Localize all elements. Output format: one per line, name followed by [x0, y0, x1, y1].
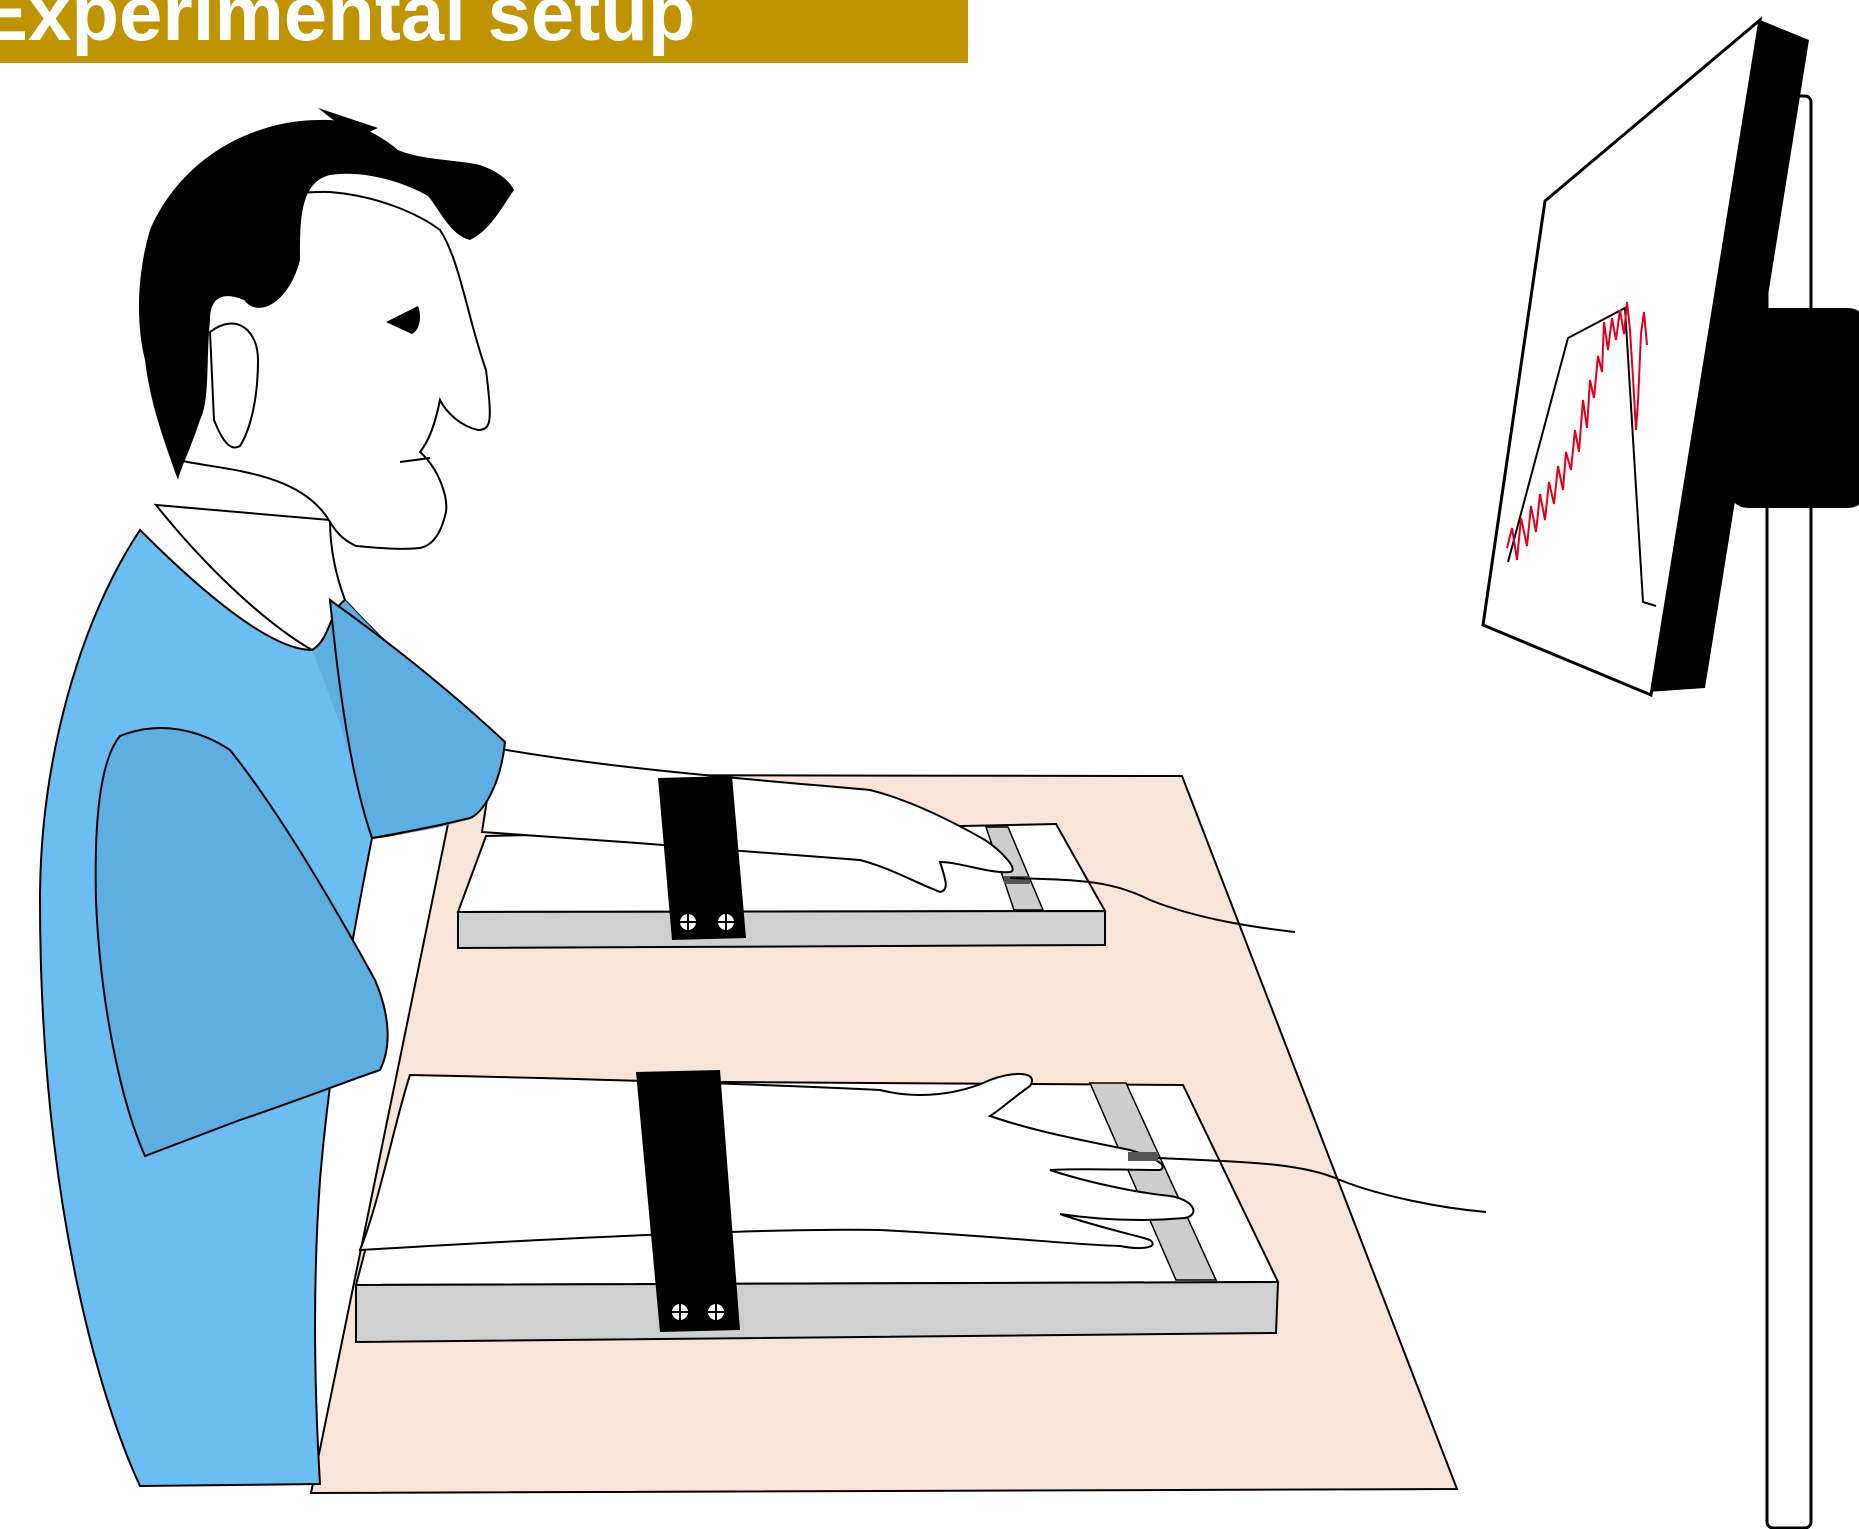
back-strap [658, 776, 746, 940]
front-finger-cap [1128, 1152, 1158, 1161]
